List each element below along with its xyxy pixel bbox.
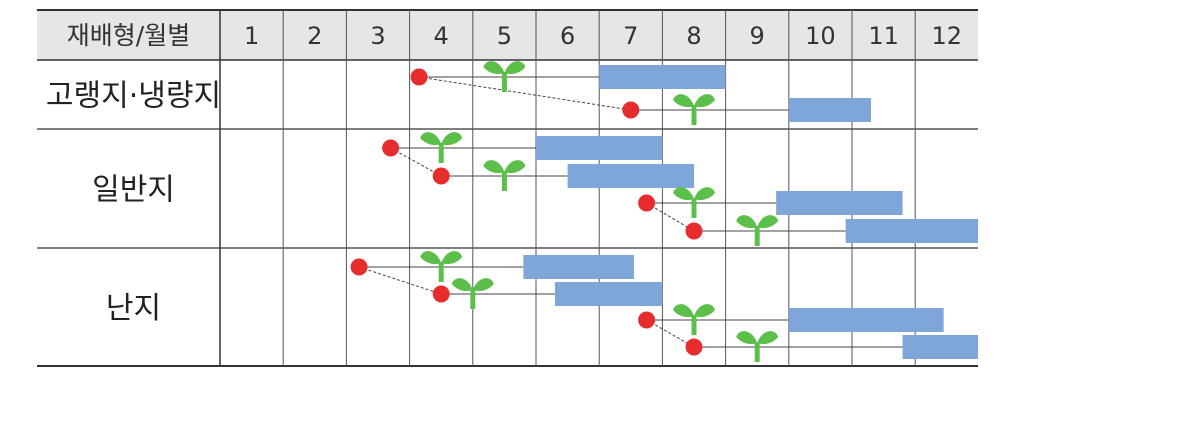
seedling-leaf-left: [736, 215, 758, 229]
harvest-bar: [523, 255, 634, 279]
month-label: 5: [497, 22, 512, 50]
month-label: 4: [434, 22, 449, 50]
month-label: 9: [750, 22, 765, 50]
seedling-leaf-left: [673, 187, 694, 201]
seedling-leaf-right: [694, 94, 715, 108]
group-label: 난지: [106, 291, 161, 326]
seedling-leaf-left: [673, 94, 694, 108]
header-label: 재배형/월별: [67, 21, 190, 50]
seedling-stem: [691, 315, 697, 335]
red-dot-icon: [638, 311, 656, 329]
red-dot-icon: [638, 194, 656, 212]
harvest-bar: [599, 65, 726, 89]
seedling-icon: [673, 304, 715, 335]
sowing-connector: [646, 202, 695, 232]
group-label: 고랭지·냉량지: [46, 79, 221, 114]
seedling-stem: [501, 171, 507, 191]
seedling-icon: [736, 215, 779, 246]
seedling-stem: [501, 72, 507, 92]
harvest-bar: [902, 335, 978, 359]
seedling-leaf-right: [441, 132, 463, 146]
seedling-leaf-left: [483, 160, 505, 174]
red-dot-icon: [432, 285, 450, 303]
harvest-bar: [554, 282, 663, 306]
seedling-stem: [438, 262, 444, 282]
harvest-bar: [567, 164, 694, 188]
month-label: 6: [560, 22, 575, 50]
seedling-icon: [736, 331, 779, 362]
seedling-leaf-left: [483, 61, 505, 75]
red-dot-icon: [432, 167, 450, 185]
seedling-leaf-right: [472, 278, 494, 292]
seedling-leaf-right: [694, 304, 715, 318]
harvest-bar: [788, 308, 944, 332]
seedling-icon: [673, 187, 715, 218]
seedling-icon: [483, 61, 526, 92]
grid-lines: [37, 9, 978, 367]
red-dot-icon: [350, 258, 368, 276]
seedling-stem: [691, 105, 697, 125]
seedling-leaf-left: [673, 304, 694, 318]
sowing-connector: [419, 76, 631, 111]
sowing-connector: [390, 147, 442, 177]
red-dot-icon: [382, 139, 400, 157]
seedling-leaf-right: [757, 331, 779, 345]
month-label: 8: [686, 22, 701, 50]
month-label: 10: [805, 22, 836, 50]
seedling-leaf-left: [736, 331, 758, 345]
seedling-leaf-left: [420, 132, 442, 146]
red-dot-icon: [410, 68, 428, 86]
seedling-icon: [483, 160, 526, 191]
seedling-leaf-right: [504, 160, 526, 174]
month-label: 1: [244, 22, 259, 50]
seedling-leaf-right: [504, 61, 526, 75]
red-dot-icon: [685, 222, 703, 240]
harvest-bar: [845, 219, 978, 243]
header-background: [37, 10, 978, 60]
harvest-bar: [788, 98, 871, 122]
seedling-leaf-left: [420, 251, 442, 265]
red-dot-icon: [685, 338, 703, 356]
seedling-icon: [673, 94, 715, 125]
schedule-marks: [350, 61, 978, 362]
seedling-leaf-right: [757, 215, 779, 229]
harvest-bar: [776, 191, 903, 215]
seedling-icon: [420, 251, 463, 282]
month-label: 12: [932, 22, 963, 50]
sowing-connector: [646, 319, 695, 348]
sowing-connector: [358, 266, 442, 295]
seedling-stem: [470, 289, 476, 309]
month-label: 7: [623, 22, 638, 50]
harvest-bar: [536, 136, 663, 160]
seedling-stem: [754, 226, 760, 246]
seedling-icon: [420, 132, 463, 163]
month-label: 2: [307, 22, 322, 50]
seedling-leaf-right: [694, 187, 715, 201]
month-label: 11: [868, 22, 899, 50]
red-dot-icon: [622, 101, 640, 119]
seedling-stem: [754, 342, 760, 362]
seedling-leaf-left: [451, 278, 473, 292]
month-label: 3: [370, 22, 385, 50]
group-label: 일반지: [92, 173, 175, 208]
seedling-stem: [438, 143, 444, 163]
seedling-icon: [451, 278, 494, 309]
seedling-stem: [691, 198, 697, 218]
seedling-leaf-right: [441, 251, 463, 265]
